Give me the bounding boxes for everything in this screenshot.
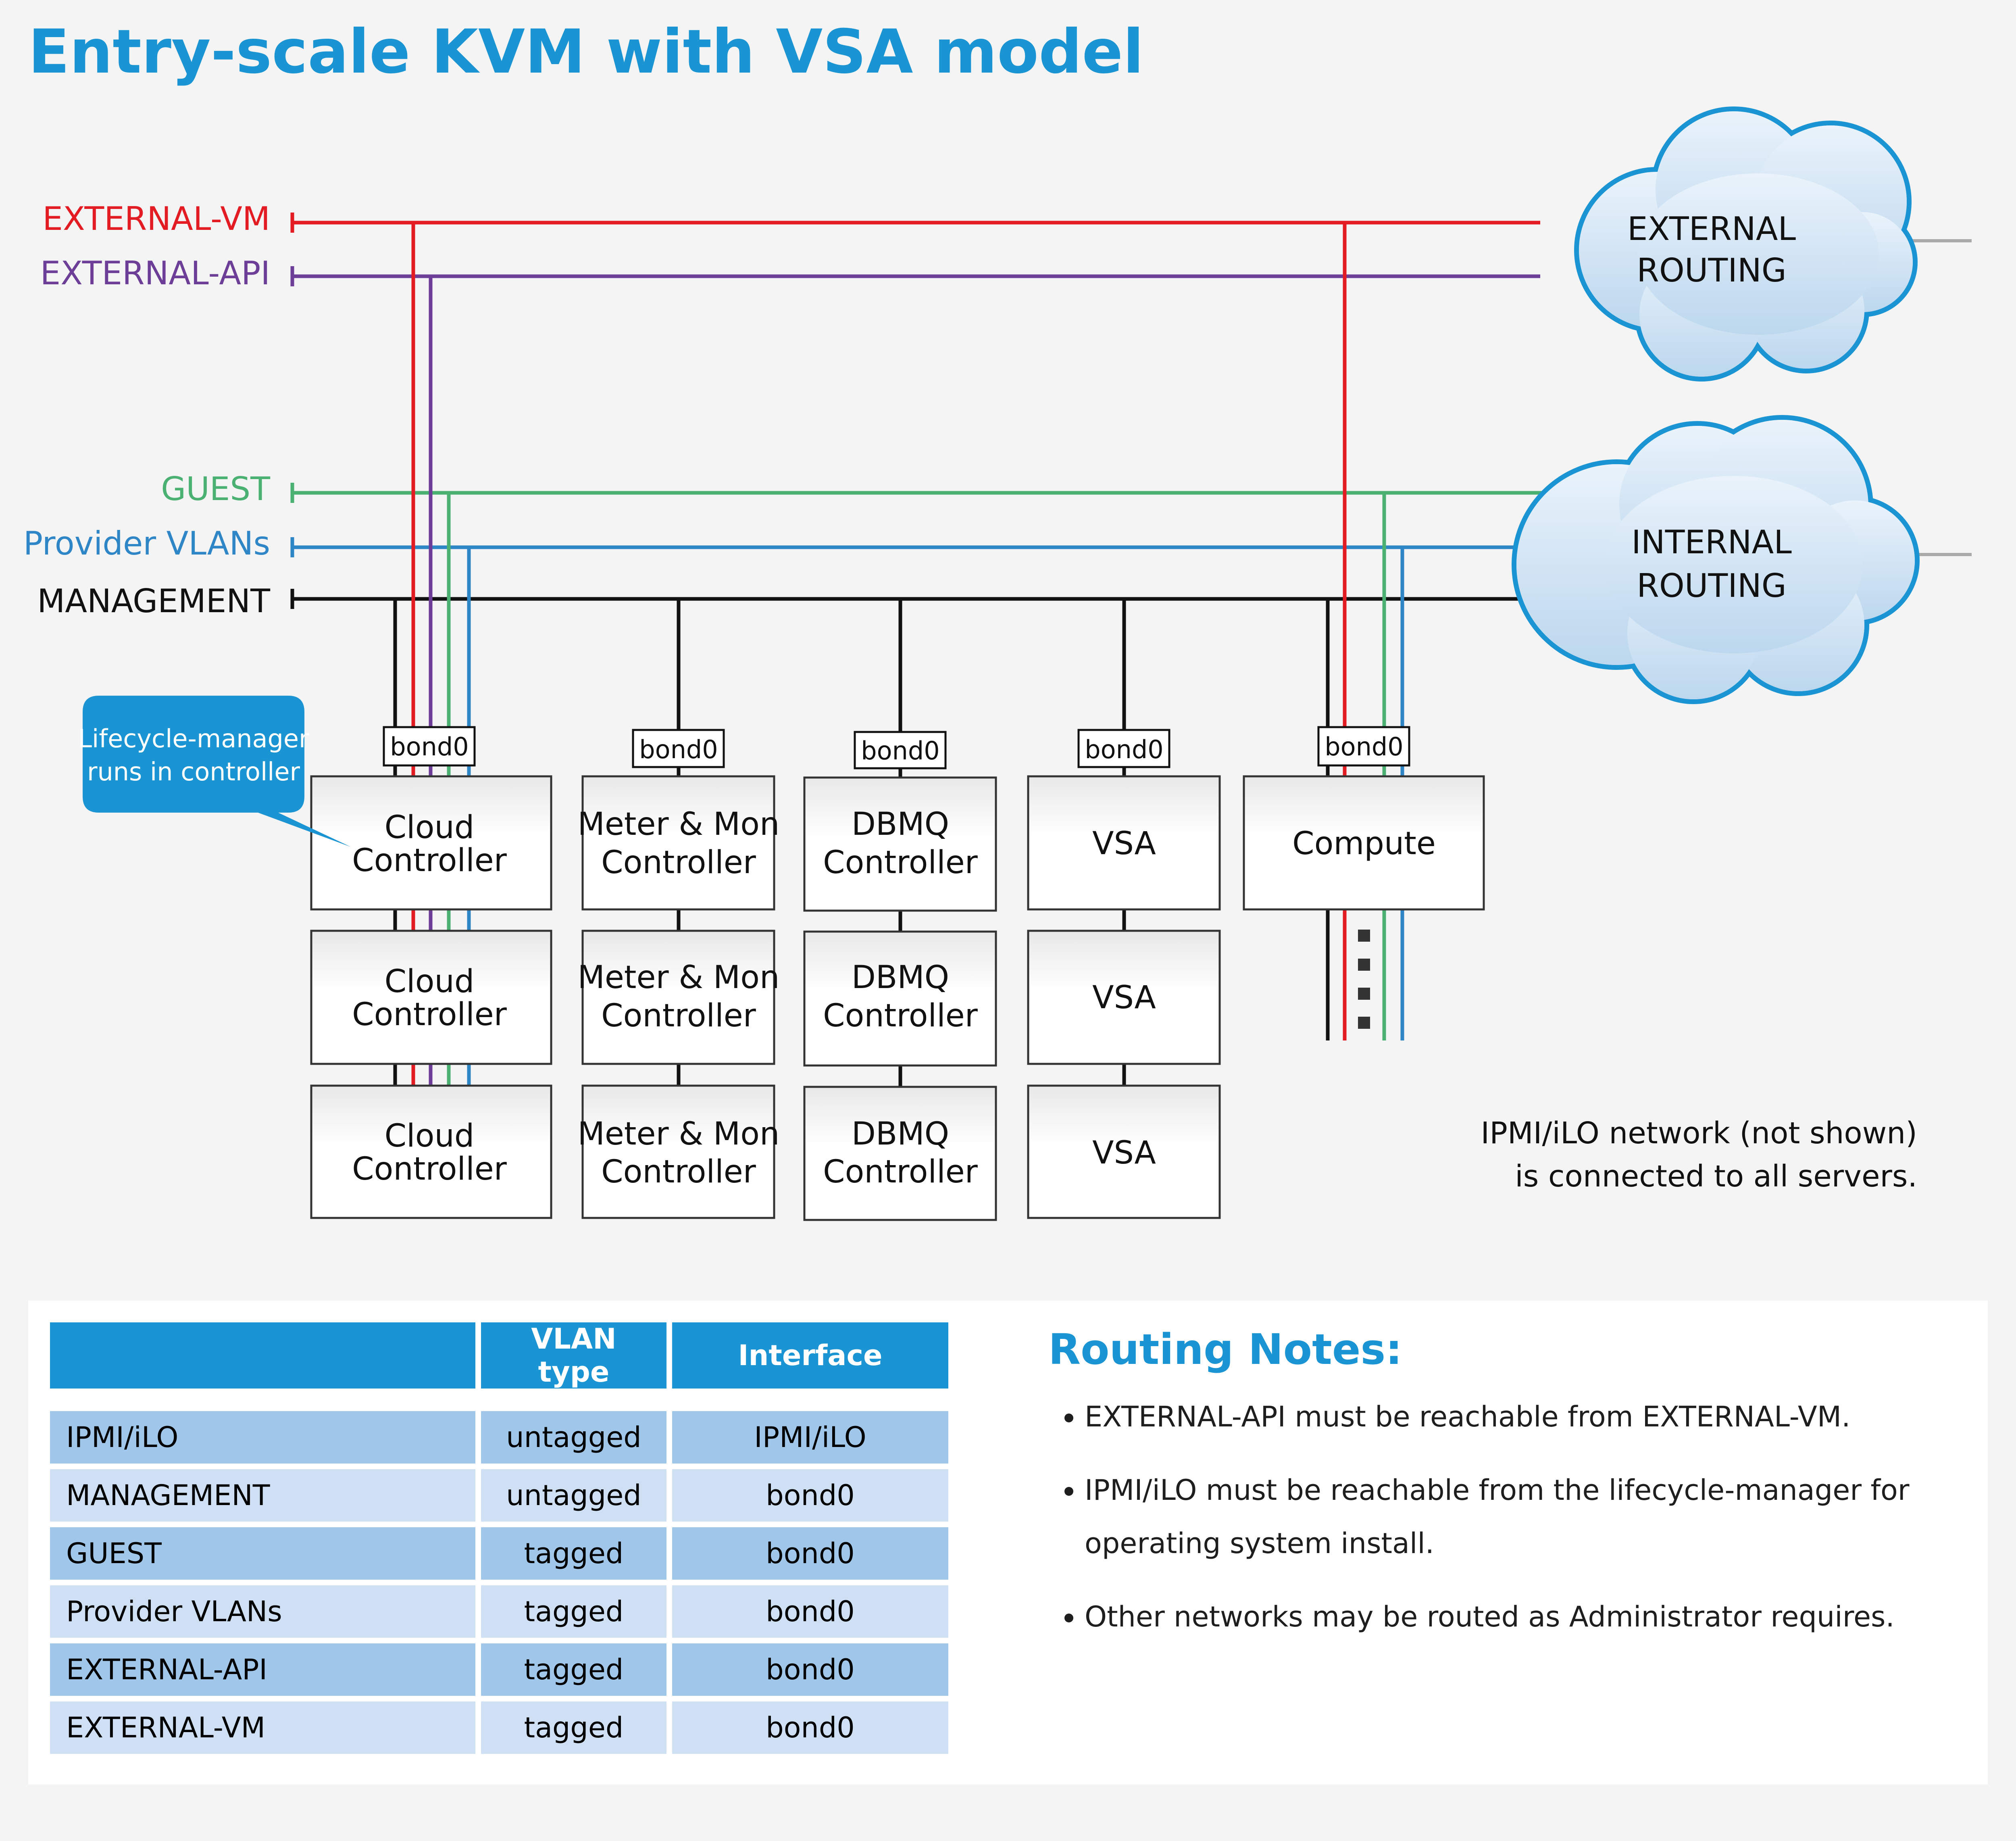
svg-text:Controller: Controller (823, 998, 978, 1034)
bond0-label-cloud: bond0 (390, 732, 469, 761)
svg-text:Controller: Controller (352, 997, 507, 1033)
callout-line-2: runs in controller (87, 757, 300, 786)
cloud-controller-box-1: Cloud Controller (310, 775, 552, 911)
cell-network: EXTERNAL-API (50, 1643, 475, 1696)
internal-routing-label-1: INTERNAL (1631, 523, 1792, 561)
meter-mon-controller-box-2: Meter & Mon Controller (578, 930, 780, 1065)
compute-drops (1326, 223, 1404, 1040)
svg-text:Meter & Mon: Meter & Mon (578, 959, 780, 996)
meter-mon-controller-box-3: Meter & Mon Controller (578, 1084, 780, 1219)
svg-text:Controller: Controller (601, 998, 756, 1034)
lifecycle-manager-callout: Lifecycle-manager runs in controller (78, 696, 351, 847)
network-label-external-vm: EXTERNAL-VM (42, 200, 270, 238)
header-interface: Interface (672, 1322, 948, 1389)
network-label-management: MANAGEMENT (37, 582, 271, 620)
svg-text:DBMQ: DBMQ (852, 1116, 949, 1152)
meter-mon-controller-box-1: Meter & Mon Controller (578, 775, 780, 911)
bond0-label-compute: bond0 (1325, 732, 1403, 761)
routing-note-item: IPMI/iLO must be reachable from the life… (1085, 1464, 1956, 1570)
cloud-controller-box-3: Cloud Controller (310, 1084, 552, 1219)
dbmq-controller-box-2: DBMQ Controller (803, 930, 997, 1067)
svg-text:VSA: VSA (1092, 826, 1156, 862)
cloud-controller-box-2: Cloud Controller (310, 930, 552, 1065)
network-label-external-api: EXTERNAL-API (40, 254, 270, 292)
table-row: GUEST tagged bond0 (50, 1527, 948, 1580)
svg-text:Compute: Compute (1292, 826, 1436, 862)
vsa-box-1: VSA (1027, 775, 1221, 911)
bond0-label-meter: bond0 (639, 735, 718, 764)
svg-text:Controller: Controller (823, 1154, 978, 1190)
table-row: Provider VLANs tagged bond0 (50, 1585, 948, 1638)
header-network (50, 1322, 475, 1389)
internal-routing-cloud: INTERNAL ROUTING (1512, 415, 1972, 704)
network-label-provider-vlans: Provider VLANs (23, 525, 270, 562)
compute-box: Compute (1243, 775, 1485, 911)
routing-note-item: Other networks may be routed as Administ… (1085, 1590, 1956, 1643)
bond-labels: bond0 bond0 bond0 bond0 bond0 (383, 726, 1410, 769)
internal-routing-label-2: ROUTING (1637, 567, 1786, 605)
svg-text:Cloud: Cloud (385, 963, 475, 1000)
svg-text:Controller: Controller (823, 844, 978, 881)
cell-vlan-type: tagged (481, 1527, 666, 1580)
dbmq-controller-box-1: DBMQ Controller (803, 776, 997, 912)
network-bus-lines (290, 213, 1552, 609)
compute-ellipsis (1358, 930, 1370, 1029)
cell-interface: bond0 (672, 1701, 948, 1754)
svg-text:DBMQ: DBMQ (852, 806, 949, 842)
table-row: EXTERNAL-VM tagged bond0 (50, 1701, 948, 1754)
external-routing-label-1: EXTERNAL (1627, 210, 1796, 248)
routing-note-item: EXTERNAL-API must be reachable from EXTE… (1085, 1390, 1956, 1443)
external-routing-label-2: ROUTING (1637, 252, 1786, 289)
network-label-guest: GUEST (161, 470, 271, 508)
dbmq-controller-box-3: DBMQ Controller (803, 1086, 997, 1221)
ipmi-note-line-1: IPMI/iLO network (not shown) (1481, 1116, 1917, 1151)
table-row: EXTERNAL-API tagged bond0 (50, 1643, 948, 1696)
svg-text:Controller: Controller (352, 842, 507, 879)
svg-text:Controller: Controller (352, 1151, 507, 1187)
svg-text:DBMQ: DBMQ (852, 959, 949, 996)
external-routing-cloud: EXTERNAL ROUTING (1574, 106, 1972, 382)
svg-text:Cloud: Cloud (385, 1118, 475, 1154)
cell-network: MANAGEMENT (50, 1469, 475, 1522)
cell-vlan-type: tagged (481, 1643, 666, 1696)
cell-interface: bond0 (672, 1643, 948, 1696)
routing-notes-title: Routing Notes: (1048, 1325, 1402, 1374)
svg-text:VSA: VSA (1092, 980, 1156, 1016)
svg-text:VSA: VSA (1092, 1135, 1156, 1171)
routing-notes: Routing Notes: EXTERNAL-API must be reac… (1048, 1325, 1956, 1664)
server-boxes: Cloud Controller Cloud Controller Cloud … (310, 775, 1485, 1221)
cell-network: EXTERNAL-VM (50, 1701, 475, 1754)
cell-vlan-type: untagged (481, 1411, 666, 1464)
svg-text:Controller: Controller (601, 1154, 756, 1190)
vsa-box-2: VSA (1027, 930, 1221, 1065)
cell-interface: IPMI/iLO (672, 1411, 948, 1464)
bond0-label-vsa: bond0 (1085, 735, 1163, 764)
svg-text:Meter & Mon: Meter & Mon (578, 806, 780, 842)
vlan-table: VLAN type Interface IPMI/iLO untagged IP… (44, 1317, 954, 1760)
cell-network: IPMI/iLO (50, 1411, 475, 1464)
callout-line-1: Lifecycle-manager (78, 724, 309, 753)
bond0-label-dbmq: bond0 (861, 736, 939, 765)
cell-vlan-type: tagged (481, 1585, 666, 1638)
diagram-title: Entry-scale KVM with VSA model (28, 17, 1144, 87)
cell-network: GUEST (50, 1527, 475, 1580)
cell-vlan-type: untagged (481, 1469, 666, 1522)
table-row: MANAGEMENT untagged bond0 (50, 1469, 948, 1522)
svg-text:Controller: Controller (601, 844, 756, 881)
cell-vlan-type: tagged (481, 1701, 666, 1754)
ipmi-note-line-2: is connected to all servers. (1515, 1159, 1917, 1194)
svg-text:Meter & Mon: Meter & Mon (578, 1116, 780, 1152)
svg-text:Cloud: Cloud (385, 809, 475, 846)
bottom-panel: VLAN type Interface IPMI/iLO untagged IP… (28, 1301, 1988, 1785)
vsa-box-3: VSA (1027, 1084, 1221, 1219)
table-row: IPMI/iLO untagged IPMI/iLO (50, 1411, 948, 1464)
cell-interface: bond0 (672, 1527, 948, 1580)
cell-interface: bond0 (672, 1469, 948, 1522)
cell-network: Provider VLANs (50, 1585, 475, 1638)
vlan-table-header: VLAN type Interface (50, 1322, 948, 1389)
header-vlan-type: VLAN type (481, 1322, 666, 1389)
cell-interface: bond0 (672, 1585, 948, 1638)
routing-notes-list: EXTERNAL-API must be reachable from EXTE… (1048, 1390, 1956, 1643)
